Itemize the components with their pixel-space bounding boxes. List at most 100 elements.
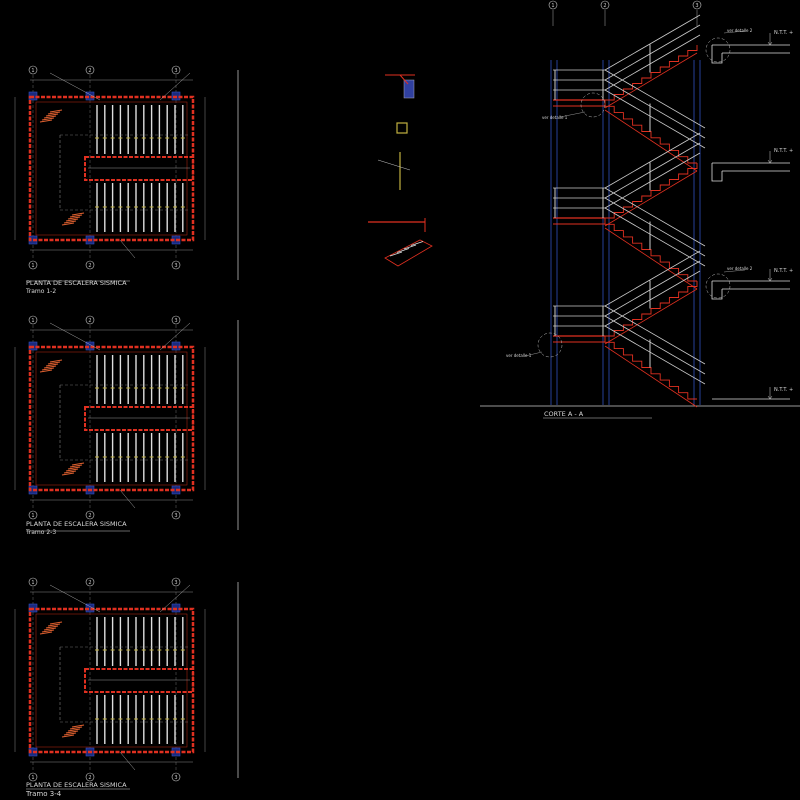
plan-1-labels: PLANTA DE ESCALERA SISMICA Tramo 1-2 — [25, 279, 127, 295]
landing-hatch — [47, 361, 61, 365]
level-marker — [769, 41, 773, 46]
grid-label: 2 — [88, 775, 91, 781]
grid-bubble: 3 — [171, 510, 181, 520]
stair-flight-down — [604, 100, 697, 164]
handrail — [604, 207, 706, 267]
grid-bubble: 1 — [28, 772, 38, 782]
slab-edge — [711, 281, 723, 300]
slab-inner — [35, 613, 188, 748]
grid-circle — [85, 577, 95, 587]
grid-circle — [28, 65, 38, 75]
stair-flight-down — [604, 218, 697, 282]
landing-hatch — [63, 732, 77, 736]
detail-callout-circle — [705, 273, 731, 299]
handrail — [604, 142, 701, 199]
grid-bubble: 1 — [28, 510, 38, 520]
stair-soffit — [604, 109, 698, 172]
grid-circle — [171, 260, 181, 270]
landing-hatch — [67, 728, 81, 732]
handrail — [604, 315, 706, 375]
slab-edge — [711, 163, 723, 182]
central-beam — [84, 406, 194, 431]
handrail — [604, 260, 701, 317]
slab-inner — [35, 351, 188, 486]
grid-label: 2 — [88, 513, 91, 519]
detail-callout-circle — [705, 37, 731, 63]
grid-bubble: 1 — [28, 65, 38, 75]
grid-circle — [600, 0, 610, 10]
stair-flight-down — [604, 336, 697, 400]
grid-label: 2 — [88, 580, 91, 586]
detail-5-line — [403, 244, 417, 250]
stair-flight-up — [605, 45, 698, 101]
landing-hatch — [69, 214, 83, 218]
grid-circle — [28, 315, 38, 325]
landing-hatch — [41, 117, 55, 121]
leader — [559, 111, 586, 118]
grid-bubble: 2 — [85, 577, 95, 587]
grid-label: 3 — [174, 263, 177, 269]
detail-5-tread — [384, 239, 433, 267]
landing-hatch — [39, 119, 53, 123]
landing-hatch — [69, 464, 83, 468]
grid-label: 1 — [551, 3, 554, 9]
landing-hatch — [71, 724, 85, 728]
grid-circle — [28, 260, 38, 270]
level-marker — [767, 277, 771, 282]
grid-circle — [171, 315, 181, 325]
landing-hatch — [61, 734, 75, 738]
grid-circle — [692, 0, 702, 10]
landing-hatch — [69, 726, 83, 730]
grid-circle — [171, 65, 181, 75]
plan-2-labels: PLANTA DE ESCALERA SISMICA Tramo 2-3 — [25, 520, 127, 536]
grid-label: 2 — [88, 318, 91, 324]
grid-label: 3 — [695, 3, 698, 9]
landing-hatch — [41, 629, 55, 633]
handrail — [604, 14, 701, 71]
plan-subtitle: Tramo 1-2 — [25, 288, 56, 295]
leader — [119, 751, 136, 771]
detail-callout-circle — [580, 92, 606, 118]
handrail — [604, 132, 701, 189]
grid-label: 3 — [174, 513, 177, 519]
grid-bubble: 1 — [28, 260, 38, 270]
grid-bubble: 2 — [85, 510, 95, 520]
handrail — [604, 187, 706, 247]
landing-hatch — [71, 212, 85, 216]
grid-bubble: 1 — [28, 315, 38, 325]
landing-hatch — [71, 462, 85, 466]
section-a-a: 1 2 3 — [480, 0, 800, 419]
grid-label: 2 — [88, 263, 91, 269]
leader — [119, 489, 136, 509]
grid-circle — [171, 772, 181, 782]
central-beam — [84, 668, 194, 693]
level-label: N.T.T. + — [774, 30, 793, 36]
landing-hatch — [43, 627, 57, 631]
stair-flight-up — [605, 281, 698, 337]
detail-callout-circle — [537, 332, 563, 358]
handrail — [604, 197, 706, 257]
grid-label: 2 — [603, 3, 606, 9]
grid-circle — [28, 772, 38, 782]
grid-circle — [548, 0, 558, 10]
grid-bubble: 3 — [171, 260, 181, 270]
landing-hatch — [45, 113, 59, 117]
grid-bubble: 2 — [85, 315, 95, 325]
level-marker — [767, 41, 771, 46]
level-marker — [769, 277, 773, 282]
grid-bubble: 2 — [85, 260, 95, 270]
grid-circle — [85, 260, 95, 270]
grid-label: 3 — [174, 68, 177, 74]
landing-hatch — [65, 218, 79, 222]
handrail — [604, 89, 706, 149]
landing-hatch — [67, 466, 81, 470]
grid-label: 1 — [31, 775, 34, 781]
detail-5-line — [389, 251, 403, 257]
leader — [49, 322, 101, 351]
handrail — [604, 305, 706, 365]
grid-circle — [171, 577, 181, 587]
landing-hatch — [67, 216, 81, 220]
